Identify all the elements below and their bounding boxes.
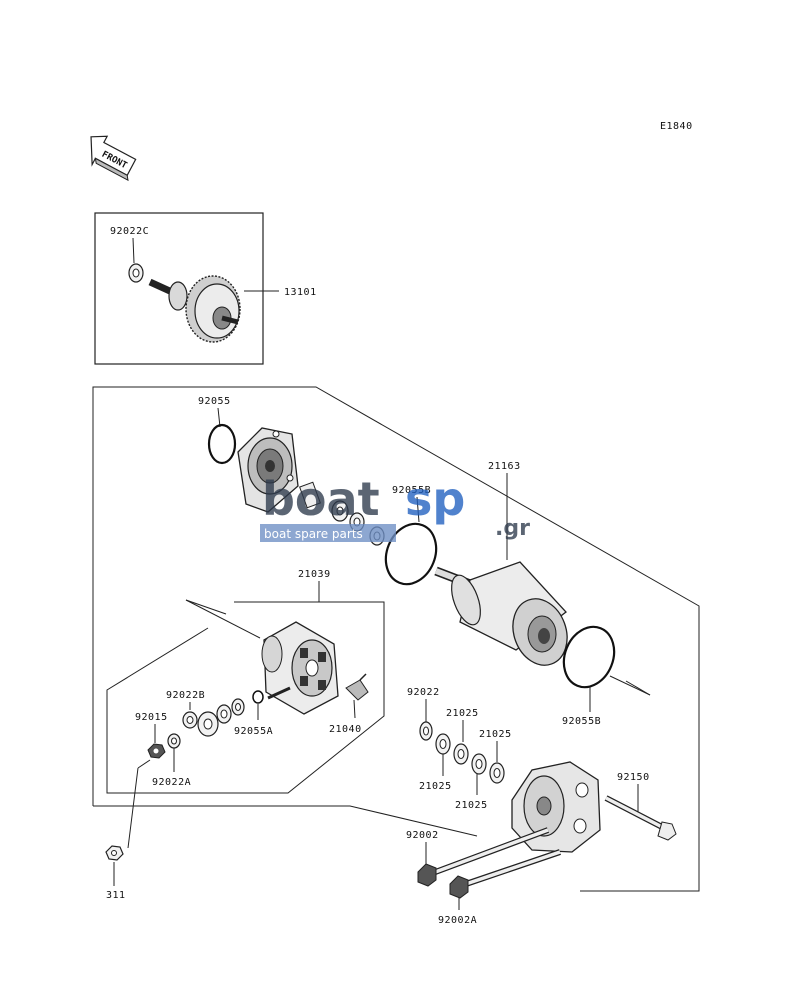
label-21163: 21163 xyxy=(488,461,521,472)
label-21025-c: 21025 xyxy=(419,781,452,792)
starter-drive-gear xyxy=(148,275,241,343)
front-cover-icon xyxy=(237,427,299,513)
label-21040: 21040 xyxy=(329,724,362,735)
label-311: 311 xyxy=(106,890,126,901)
leader-21040 xyxy=(353,699,356,719)
label-92002: 92002 xyxy=(406,830,439,841)
drive-assembly-box xyxy=(94,212,264,365)
watermark-brand-left: boat xyxy=(262,472,380,526)
label-92055A: 92055A xyxy=(234,726,273,737)
watermark-brand-right: sp xyxy=(405,472,465,526)
diagram-code: E1840 xyxy=(660,121,693,132)
washer-stack-92022B xyxy=(167,698,245,749)
watermark-tagline: boat spare parts xyxy=(264,527,363,541)
rear-cover-icon xyxy=(511,761,601,853)
label-21025-d: 21025 xyxy=(455,800,488,811)
leader-311 xyxy=(127,767,139,849)
label-13101: 13101 xyxy=(284,287,317,298)
label-21039: 21039 xyxy=(298,569,331,580)
leader-92055 xyxy=(217,407,221,428)
label-21025-b: 21025 xyxy=(479,729,512,740)
watermark-suffix: .gr xyxy=(495,516,530,541)
label-92002A: 92002A xyxy=(438,915,477,926)
o-ring-92055B-bottom xyxy=(562,625,616,689)
motor-yoke-icon xyxy=(434,561,568,666)
brush-21040-icon xyxy=(345,673,369,701)
bolt-92002-icon xyxy=(417,827,550,887)
label-21025-a: 21025 xyxy=(446,708,479,719)
label-92022B: 92022B xyxy=(166,690,205,701)
starter-assembly-outline xyxy=(92,386,700,892)
o-ring-92055A xyxy=(252,690,264,704)
leader-92055B-top xyxy=(416,496,420,523)
bolt-92002A-icon xyxy=(449,849,561,899)
label-92055: 92055 xyxy=(198,396,231,407)
label-92022A: 92022A xyxy=(152,777,191,788)
label-92015: 92015 xyxy=(135,712,168,723)
o-ring-92055 xyxy=(207,423,237,465)
washer-stack-21025 xyxy=(435,733,505,784)
label-92022C: 92022C xyxy=(110,226,149,237)
o-ring-92055B-top xyxy=(384,522,438,586)
boatsp-watermark: boat sp .gr boat spare parts xyxy=(260,472,530,542)
label-92022: 92022 xyxy=(407,687,440,698)
brush-holder-box xyxy=(106,601,385,794)
leader-92022C xyxy=(132,237,135,264)
front-arrow-icon: FRONT xyxy=(90,135,137,182)
label-92055B-top: 92055B xyxy=(392,485,431,496)
label-92150: 92150 xyxy=(617,772,650,783)
label-92055B-bottom: 92055B xyxy=(562,716,601,727)
bolt-92150-icon xyxy=(604,795,677,841)
brush-holder-icon xyxy=(261,621,339,715)
